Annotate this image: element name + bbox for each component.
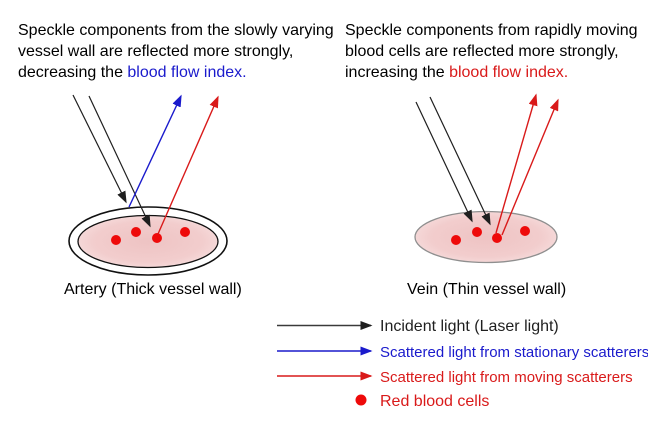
legend-symbols [277, 321, 373, 406]
caption-text: decreasing the [18, 64, 128, 81]
artery-diagram [68, 94, 228, 276]
caption-text: increasing the [345, 64, 450, 81]
legend-red-dot-icon [355, 394, 367, 406]
caption-line: vessel wall are reflected more strongly, [18, 43, 294, 60]
legend-item-scattered-stationary: Scattered light from stationary scattere… [380, 344, 648, 361]
caption-line: increasing the blood flow index. [345, 62, 645, 83]
vein-wall [414, 210, 558, 264]
legend-item-incident-light: Incident light (Laser light) [380, 318, 559, 335]
artery-inner-wall [77, 214, 219, 269]
red-blood-cell-dot [180, 227, 190, 237]
vein-diagram [414, 93, 559, 264]
scattered-moving-arrow [501, 98, 559, 236]
red-blood-cell-dot [131, 227, 141, 237]
scattered-stationary-arrow [128, 94, 182, 208]
red-blood-cell-dot [472, 227, 482, 237]
red-blood-cell-dot [152, 233, 162, 243]
blood-flow-index-highlight: blood flow index. [449, 64, 569, 81]
caption-vein: Speckle components from rapidly moving b… [345, 20, 645, 83]
blood-flow-index-highlight: blood flow index. [127, 64, 247, 81]
artery-label: Artery (Thick vessel wall) [64, 281, 242, 298]
legend-item-red-blood-cells: Red blood cells [380, 393, 490, 410]
red-blood-cell-dot [492, 233, 502, 243]
scattered-moving-arrow [495, 93, 538, 234]
caption-line: Speckle components from the slowly varyi… [18, 22, 334, 39]
legend-item-scattered-moving: Scattered light from moving scatterers [380, 369, 633, 386]
red-blood-cell-dot [520, 226, 530, 236]
caption-line: Speckle components from rapidly moving [345, 22, 638, 39]
scattered-moving-arrow [157, 95, 219, 235]
caption-artery: Speckle components from the slowly varyi… [18, 20, 350, 83]
incident-light-arrow [72, 94, 127, 204]
incident-light-arrow [88, 95, 151, 228]
red-blood-cell-dot [451, 235, 461, 245]
vein-label: Vein (Thin vessel wall) [407, 281, 567, 298]
incident-light-arrow [415, 101, 473, 223]
incident-light-arrow [429, 96, 491, 226]
red-blood-cell-dot [111, 235, 121, 245]
caption-line: decreasing the blood flow index. [18, 62, 350, 83]
caption-line: blood cells are reflected more strongly, [345, 43, 619, 60]
